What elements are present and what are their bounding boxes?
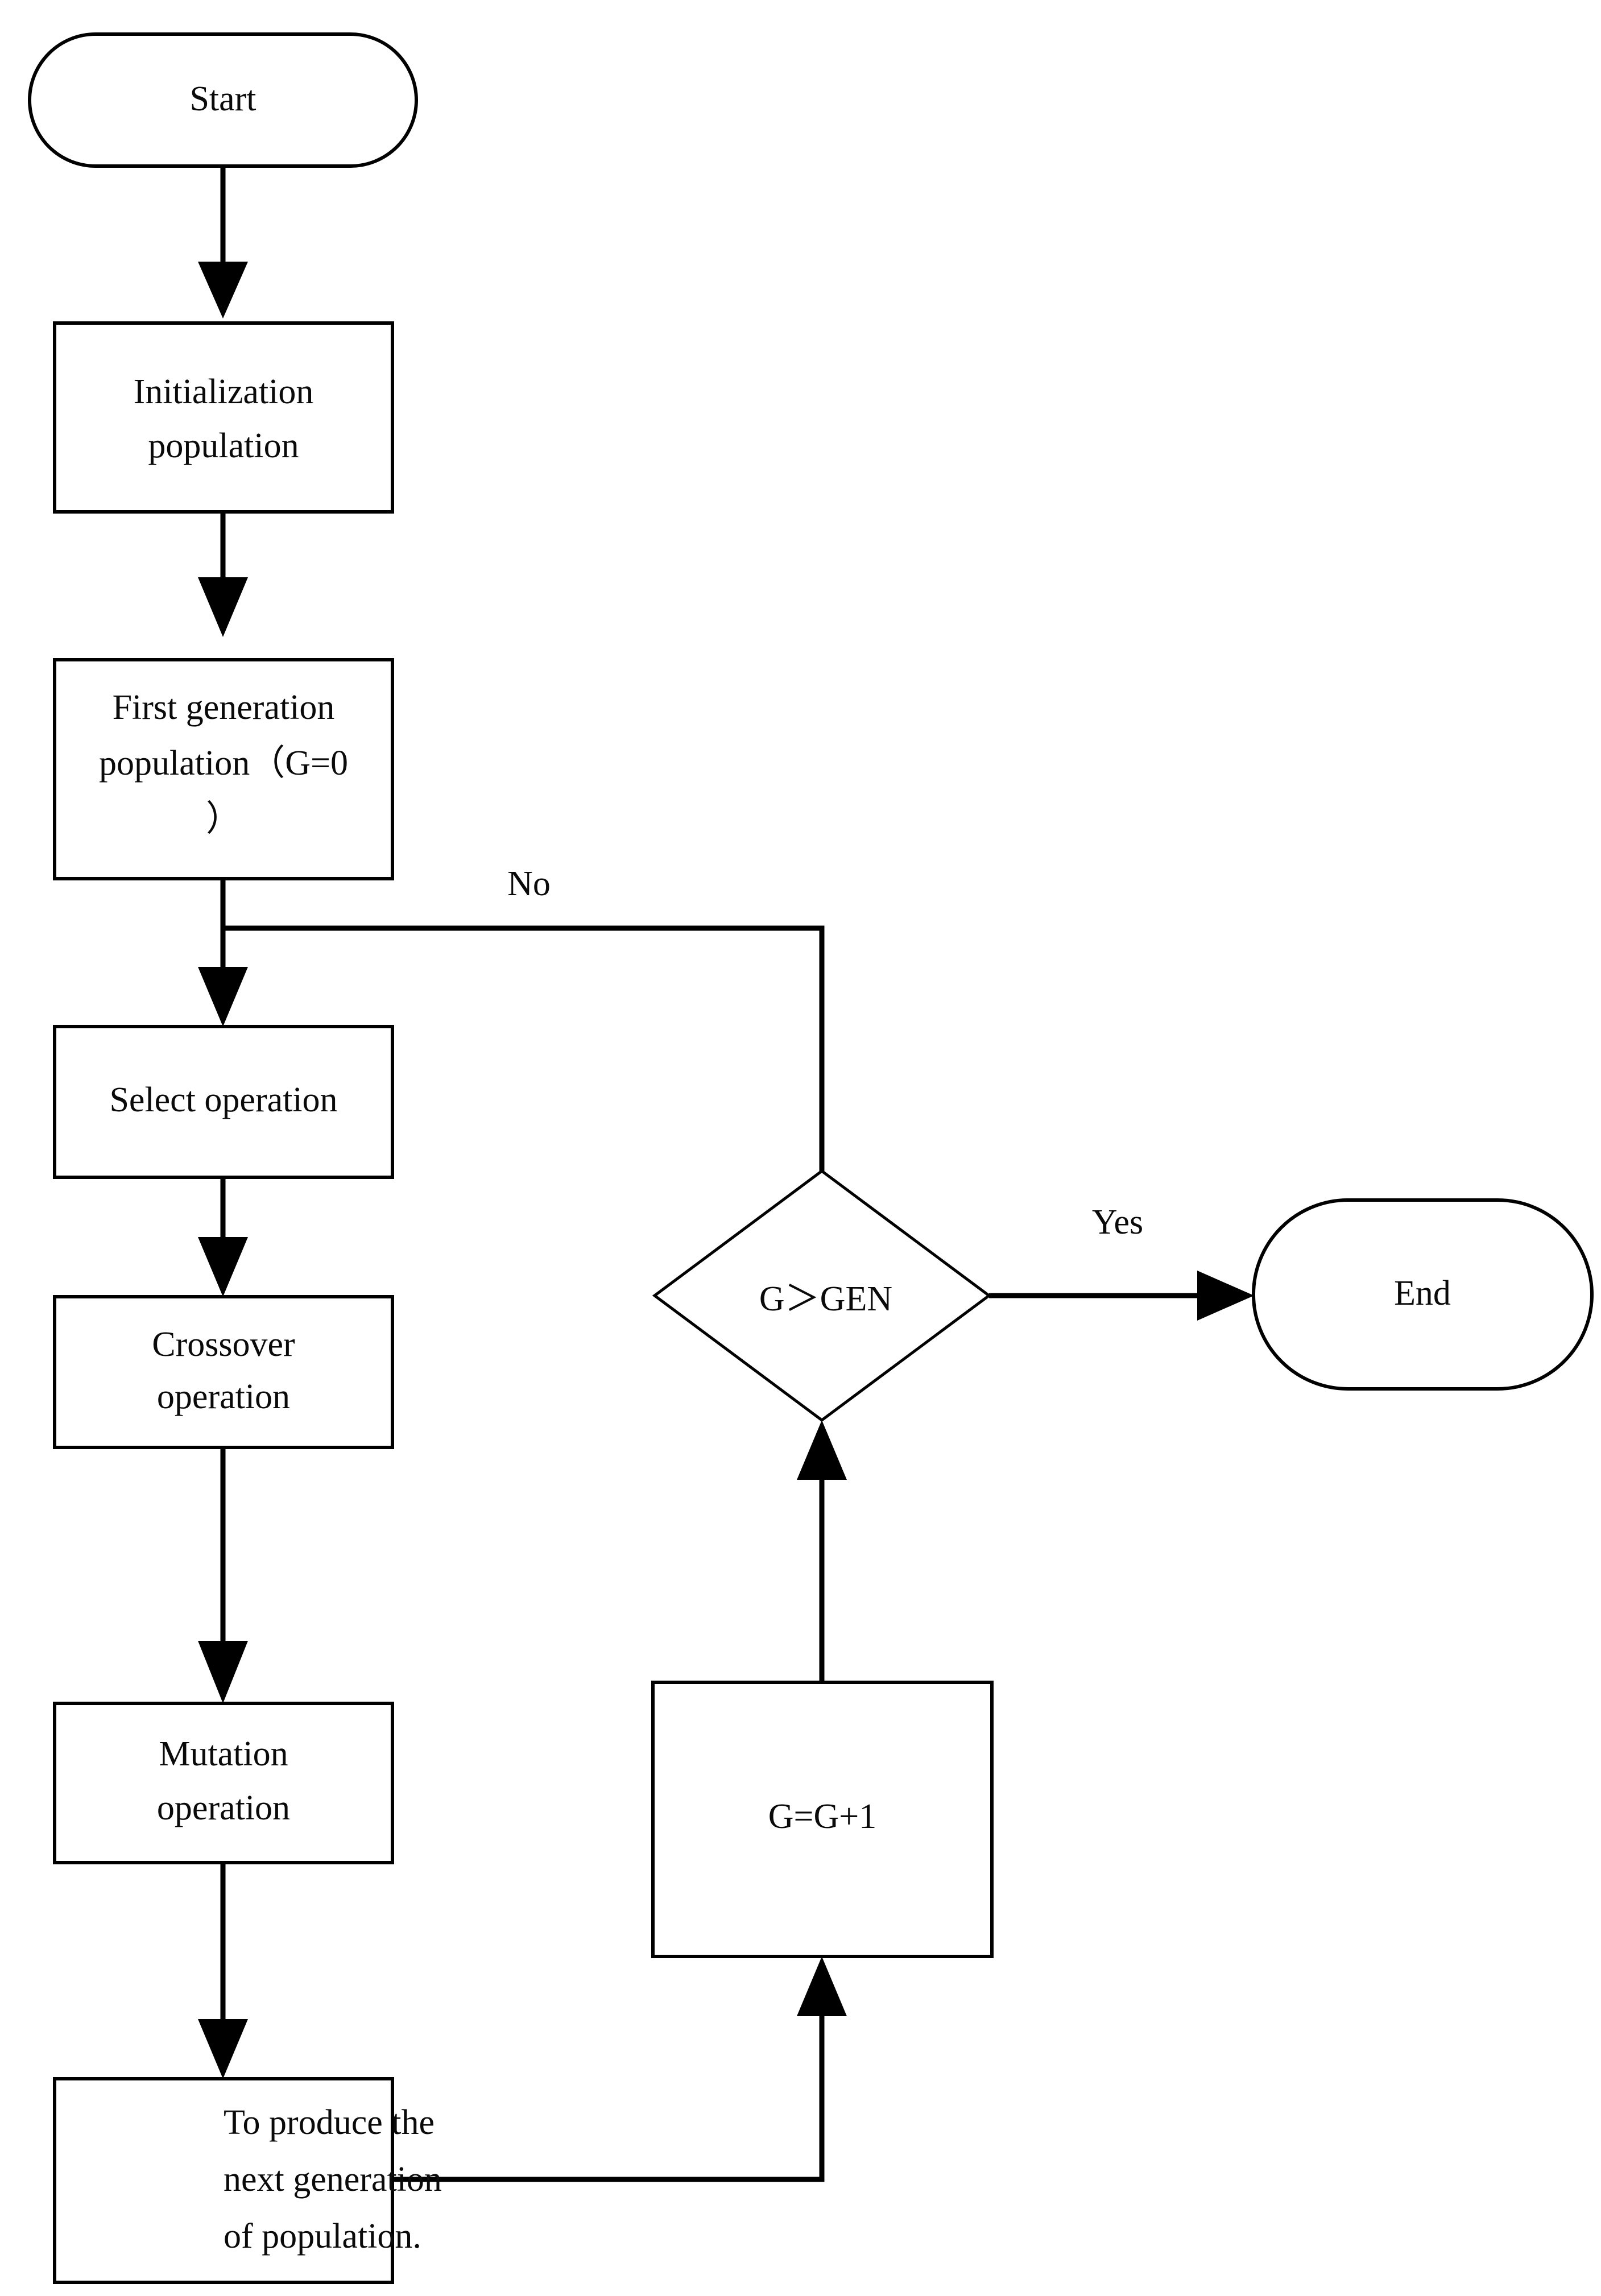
crossover-operation-label-line1: Crossover	[152, 1325, 295, 1364]
node-first-generation-population[interactable]: First generation population（G=0 ）	[53, 658, 394, 880]
initialization-population-label-line1: Initialization	[134, 373, 314, 411]
node-produce-next-generation[interactable]: To produce the next generation of popula…	[53, 2077, 442, 2284]
edge-label-yes: Yes	[1092, 1203, 1143, 1242]
select-operation-label: Select operation	[109, 1081, 337, 1119]
edge-select-to-crossover	[198, 1177, 248, 1297]
end-label: End	[1394, 1274, 1451, 1313]
first-generation-population-shape	[53, 658, 394, 880]
edge-init-to-firstgen	[198, 512, 248, 637]
produce-next-generation-label-line1: To produce the	[224, 2103, 435, 2142]
node-increment-generation[interactable]: G=G+1	[651, 1681, 994, 1958]
edge-label-no: No	[507, 864, 551, 903]
node-initialization-population[interactable]: Initialization population	[53, 321, 394, 514]
increment-generation-shape	[651, 1681, 994, 1958]
node-mutation-operation[interactable]: Mutation operation	[53, 1702, 394, 1864]
edge-increment-to-decision	[797, 1420, 847, 1683]
produce-next-generation-label-line2: next generation	[224, 2160, 442, 2199]
edge-firstgen-to-select	[198, 879, 248, 1027]
first-generation-population-label-line3: ）	[206, 800, 241, 838]
edge-produce-to-increment	[392, 1956, 847, 2182]
crossover-operation-label-line2: operation	[157, 1377, 290, 1416]
edge-mutation-to-produce	[198, 1863, 248, 2079]
select-operation-shape	[53, 1025, 394, 1179]
node-start[interactable]: Start	[28, 32, 418, 168]
end-shape	[1252, 1198, 1594, 1391]
produce-next-generation-shape	[53, 2077, 394, 2284]
crossover-operation-shape	[53, 1295, 394, 1449]
node-crossover-operation[interactable]: Crossover operation	[53, 1295, 394, 1449]
initialization-population-shape	[53, 321, 394, 514]
start-shape	[28, 32, 418, 168]
initialization-population-label-line2: population	[148, 427, 299, 465]
edge-no-loop	[223, 925, 825, 1172]
node-end[interactable]: End	[1252, 1198, 1594, 1391]
first-generation-population-label-line1: First generation	[113, 688, 335, 727]
edge-crossover-to-mutation	[198, 1447, 248, 1703]
start-label: Start	[189, 80, 256, 118]
mutation-operation-label-line2: operation	[157, 1789, 290, 1827]
edge-decision-to-end	[989, 1271, 1254, 1321]
mutation-operation-label-line1: Mutation	[159, 1735, 288, 1773]
decision-label: G＞GEN	[759, 1280, 892, 1318]
node-decision-g-gt-gen[interactable]: G＞GEN	[652, 1169, 992, 1422]
produce-next-generation-label-line3: of population.	[224, 2217, 421, 2256]
mutation-operation-shape	[53, 1702, 394, 1864]
decision-diamond-shape	[652, 1169, 992, 1422]
node-select-operation[interactable]: Select operation	[53, 1025, 394, 1179]
first-generation-population-label-line2: population（G=0	[99, 744, 348, 783]
increment-generation-label: G=G+1	[768, 1797, 876, 1836]
